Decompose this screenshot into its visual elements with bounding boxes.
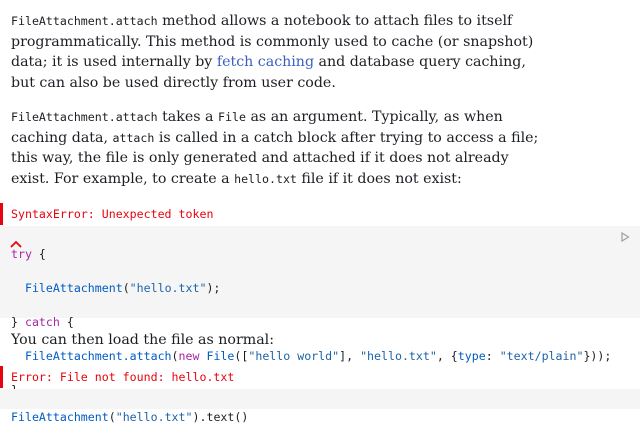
code-token: ).text() (192, 410, 249, 424)
code-cell-load-file[interactable]: FileAttachment("hello.txt").text() (0, 389, 640, 424)
paragraph-intro: FileAttachment.attach method allows a no… (11, 11, 551, 93)
paragraph-text: method allows a notebook to attach files… (11, 13, 534, 71)
code-token: })); (583, 349, 612, 363)
paragraph-text: You can then load the file as normal: (11, 332, 274, 348)
code-line: FileAttachment("hello.txt"); (11, 280, 629, 297)
paragraph-text: is called in a catch block after trying … (11, 129, 539, 187)
code-string: "hello.txt" (360, 349, 437, 363)
code-token: , { (436, 349, 458, 363)
code-keyword: new (178, 349, 200, 363)
code-property: type (457, 349, 486, 363)
inline-code: FileAttachment.attach (11, 110, 158, 124)
fetch-caching-link[interactable]: fetch caching (216, 54, 315, 71)
code-token: ( (171, 349, 179, 363)
code-line: try { (11, 246, 629, 263)
code-string: "hello world" (248, 349, 340, 363)
code-line: FileAttachment("hello.txt").text() (11, 409, 629, 426)
code-token: { (31, 247, 46, 261)
code-cell-try-catch[interactable]: try { FileAttachment("hello.txt"); } cat… (0, 226, 640, 397)
code-string: "hello.txt" (129, 281, 207, 295)
code-line: FileAttachment.attach(new File(["hello w… (11, 348, 629, 365)
code-token: } (11, 315, 25, 329)
syntax-error-message: SyntaxError: Unexpected token (0, 203, 640, 225)
code-token: ( (122, 281, 130, 295)
paragraph-text: takes a (157, 109, 219, 125)
code-token: : (485, 349, 500, 363)
code-keyword: catch (24, 315, 60, 329)
code-string: "hello.txt" (115, 410, 193, 424)
file-not-found-error: Error: File not found: hello.txt (0, 366, 640, 388)
code-line: } catch { (11, 314, 629, 331)
code-object: FileAttachment (11, 281, 123, 295)
paragraph-text: as an argument. Typically, as when cachi… (11, 109, 503, 146)
paragraph-text: and database query caching, but can also… (11, 54, 526, 91)
code-object: FileAttachment.attach (11, 349, 172, 363)
code-token: { (59, 315, 74, 329)
inline-code: attach (112, 130, 155, 145)
inline-code: FileAttachment.attach (11, 14, 158, 28)
code-token: ); (206, 281, 221, 295)
paragraph-load: You can then load the file as normal: (11, 330, 551, 351)
code-class: File (199, 349, 235, 363)
code-token: ], (339, 349, 361, 363)
play-outline-icon[interactable] (620, 232, 630, 242)
inline-code: File (218, 110, 246, 124)
code-string: "text/plain" (499, 349, 584, 363)
code-token: ( (108, 410, 116, 424)
caret-up-icon (10, 240, 22, 248)
code-object: FileAttachment (11, 410, 109, 424)
paragraph-attach: FileAttachment.attach takes a File as an… (11, 107, 551, 189)
code-token: ([ (234, 349, 249, 363)
code-keyword: try (11, 247, 32, 261)
paragraph-text: file if it does not exist: (296, 170, 462, 187)
inline-code: hello.txt (234, 171, 297, 186)
